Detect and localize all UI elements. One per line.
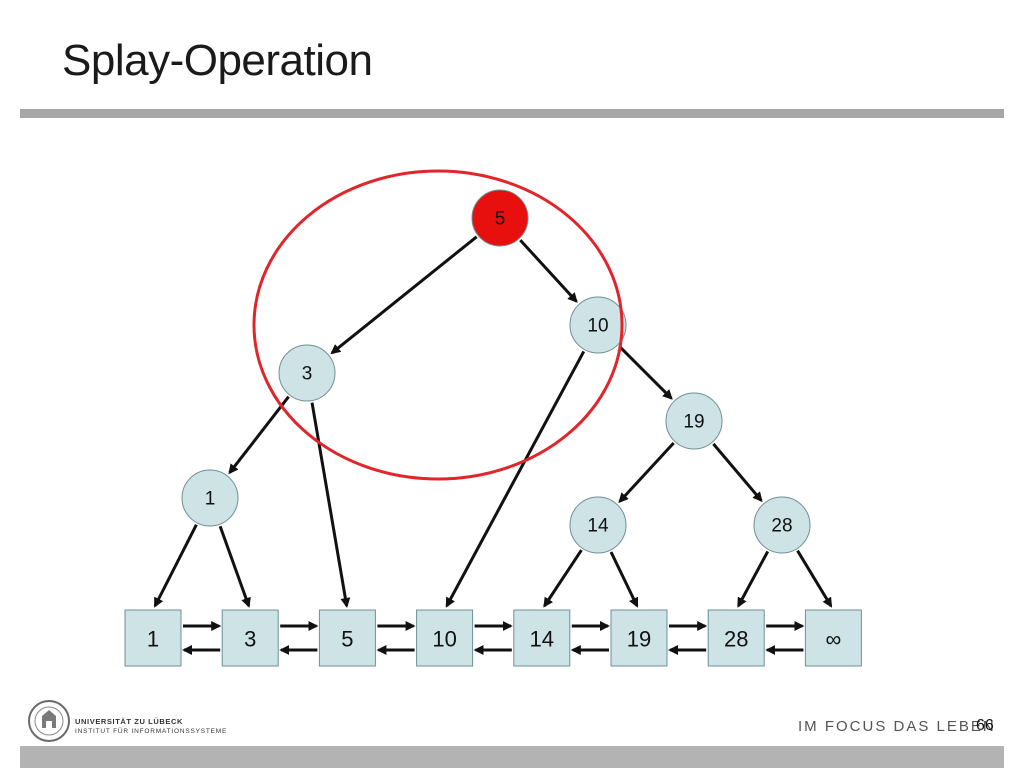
- leaf-box-3: 5: [318, 609, 376, 667]
- tree-edge: [796, 549, 833, 608]
- tree-edge: [737, 550, 770, 608]
- slide-title: Splay-Operation: [62, 36, 373, 85]
- leaf-rect: [221, 609, 279, 667]
- tree-edge: [330, 235, 478, 355]
- tree-node-label: 1: [205, 489, 216, 510]
- tree-node-label: 10: [587, 316, 608, 337]
- tree-edge: [543, 549, 583, 608]
- leaf-box-4: 10: [416, 609, 474, 667]
- tree-edge: [218, 525, 251, 608]
- leaf-box-8: ∞: [804, 609, 862, 667]
- tree-node-circle: [569, 296, 627, 354]
- tree-node-label: 5: [495, 209, 506, 230]
- tree-node-3: 3: [278, 344, 336, 402]
- leaf-rect: [318, 609, 376, 667]
- leaf-box-5: 14: [513, 609, 571, 667]
- tree-edge: [445, 350, 586, 608]
- leaf-rect: [707, 609, 765, 667]
- tree-node-5: 5: [471, 189, 529, 247]
- tree-node-circle: [471, 189, 529, 247]
- leaf-label: 10: [432, 627, 456, 652]
- tree-edge: [712, 442, 763, 503]
- title-divider: [20, 109, 1004, 118]
- leaf-label: 1: [147, 627, 159, 652]
- leaf-rect: [610, 609, 668, 667]
- splay-highlight-ring: [252, 169, 624, 481]
- tree-node-circle: [569, 496, 627, 554]
- leaf-label: 14: [530, 627, 554, 652]
- leaf-label: 19: [627, 627, 651, 652]
- tree-edge: [609, 551, 639, 608]
- leaf-box-1: 1: [124, 609, 182, 667]
- tree-node-10: 10: [569, 296, 627, 354]
- tree-node-1: 1: [181, 469, 239, 527]
- tree-node-19: 19: [665, 392, 723, 450]
- leaf-label: 28: [724, 627, 748, 652]
- tree-node-14: 14: [569, 496, 627, 554]
- tree-edge: [228, 395, 290, 475]
- footer-bar: [20, 746, 1004, 768]
- tree-edge: [310, 402, 351, 608]
- tree-node-label: 3: [302, 364, 313, 385]
- tree-node-circle: [753, 496, 811, 554]
- tree-edge: [618, 442, 675, 503]
- leaf-box-2: 3: [221, 609, 279, 667]
- tree-node-circle: [278, 344, 336, 402]
- tree-node-label: 19: [683, 412, 704, 433]
- leaf-box-6: 19: [610, 609, 668, 667]
- leaf-label: 5: [341, 627, 353, 652]
- page-number: 66: [976, 717, 994, 734]
- tree-edge: [519, 239, 578, 303]
- leaf-label: 3: [244, 627, 256, 652]
- tree-edge: [153, 524, 198, 608]
- tree-node-label: 14: [587, 516, 609, 537]
- leaf-rect: [416, 609, 474, 667]
- tree-node-28: 28: [753, 496, 811, 554]
- tree-edge: [618, 345, 673, 400]
- leaf-rect: [513, 609, 571, 667]
- leaf-label: ∞: [826, 627, 842, 652]
- leaf-box-7: 28: [707, 609, 765, 667]
- tree-node-circle: [665, 392, 723, 450]
- leaf-rect: [804, 609, 862, 667]
- university-name: UNIVERSITÄT ZU LÜBECK: [75, 717, 184, 726]
- tree-node-label: 28: [771, 516, 792, 537]
- institute-name: INSTITUT FÜR INFORMATIONSSYSTEME: [75, 728, 228, 735]
- leaf-rect: [124, 609, 182, 667]
- tree-node-circle: [181, 469, 239, 527]
- slogan: IM FOCUS DAS LEBEN: [798, 718, 996, 735]
- university-seal-logo: [28, 700, 70, 742]
